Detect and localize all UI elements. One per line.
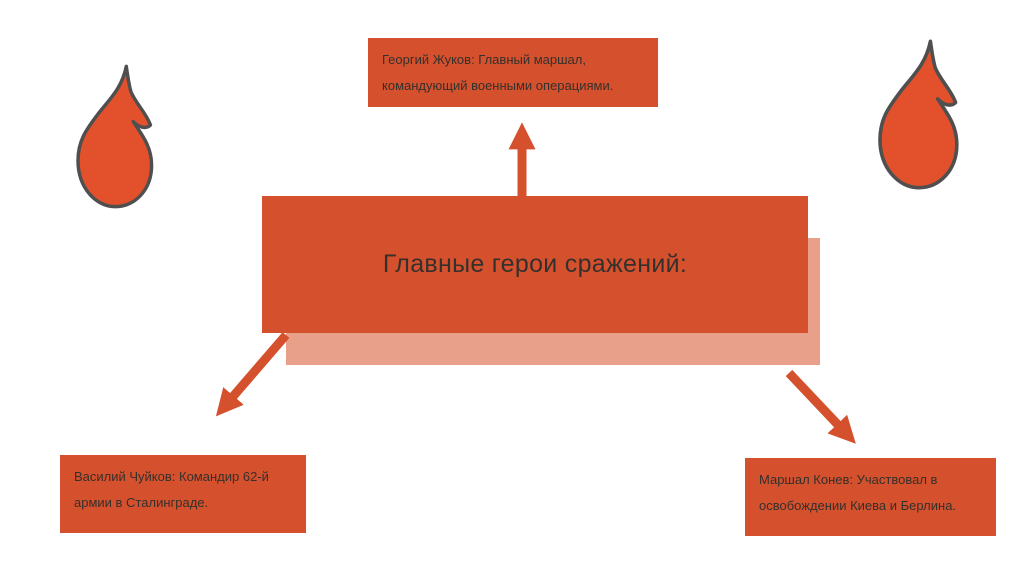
node-zhukov: Георгий Жуков: Главный маршал, командующ… bbox=[368, 38, 658, 107]
node-konev-line2: освобождении Киева и Берлина. bbox=[759, 498, 957, 513]
flame-shape bbox=[76, 64, 154, 209]
flame-icon bbox=[878, 39, 959, 190]
node-konev: Маршал Конев: Участвовал в освобождении … bbox=[745, 458, 996, 536]
down-left-arrow bbox=[215, 332, 290, 417]
flame-icon bbox=[76, 64, 154, 209]
node-zhukov-line2: командующий военными операциями. bbox=[382, 78, 614, 93]
node-chuikov: Василий Чуйков: Командир 62-й армии в Ст… bbox=[60, 455, 306, 533]
slide-title: Главные герои сражений: bbox=[382, 250, 688, 278]
node-chuikov-line2: армии в Сталинграде. bbox=[74, 495, 209, 510]
node-zhukov-line1: Георгий Жуков: Главный маршал, bbox=[382, 52, 586, 67]
node-chuikov-line1: Василий Чуйков: Командир 62-й bbox=[74, 469, 269, 484]
title-box: Главные герои сражений: bbox=[262, 196, 808, 333]
node-konev-line1: Маршал Конев: Участвовал в bbox=[759, 472, 938, 487]
up-arrow bbox=[508, 122, 536, 196]
down-right-arrow bbox=[785, 369, 856, 444]
flame-shape bbox=[878, 39, 959, 190]
